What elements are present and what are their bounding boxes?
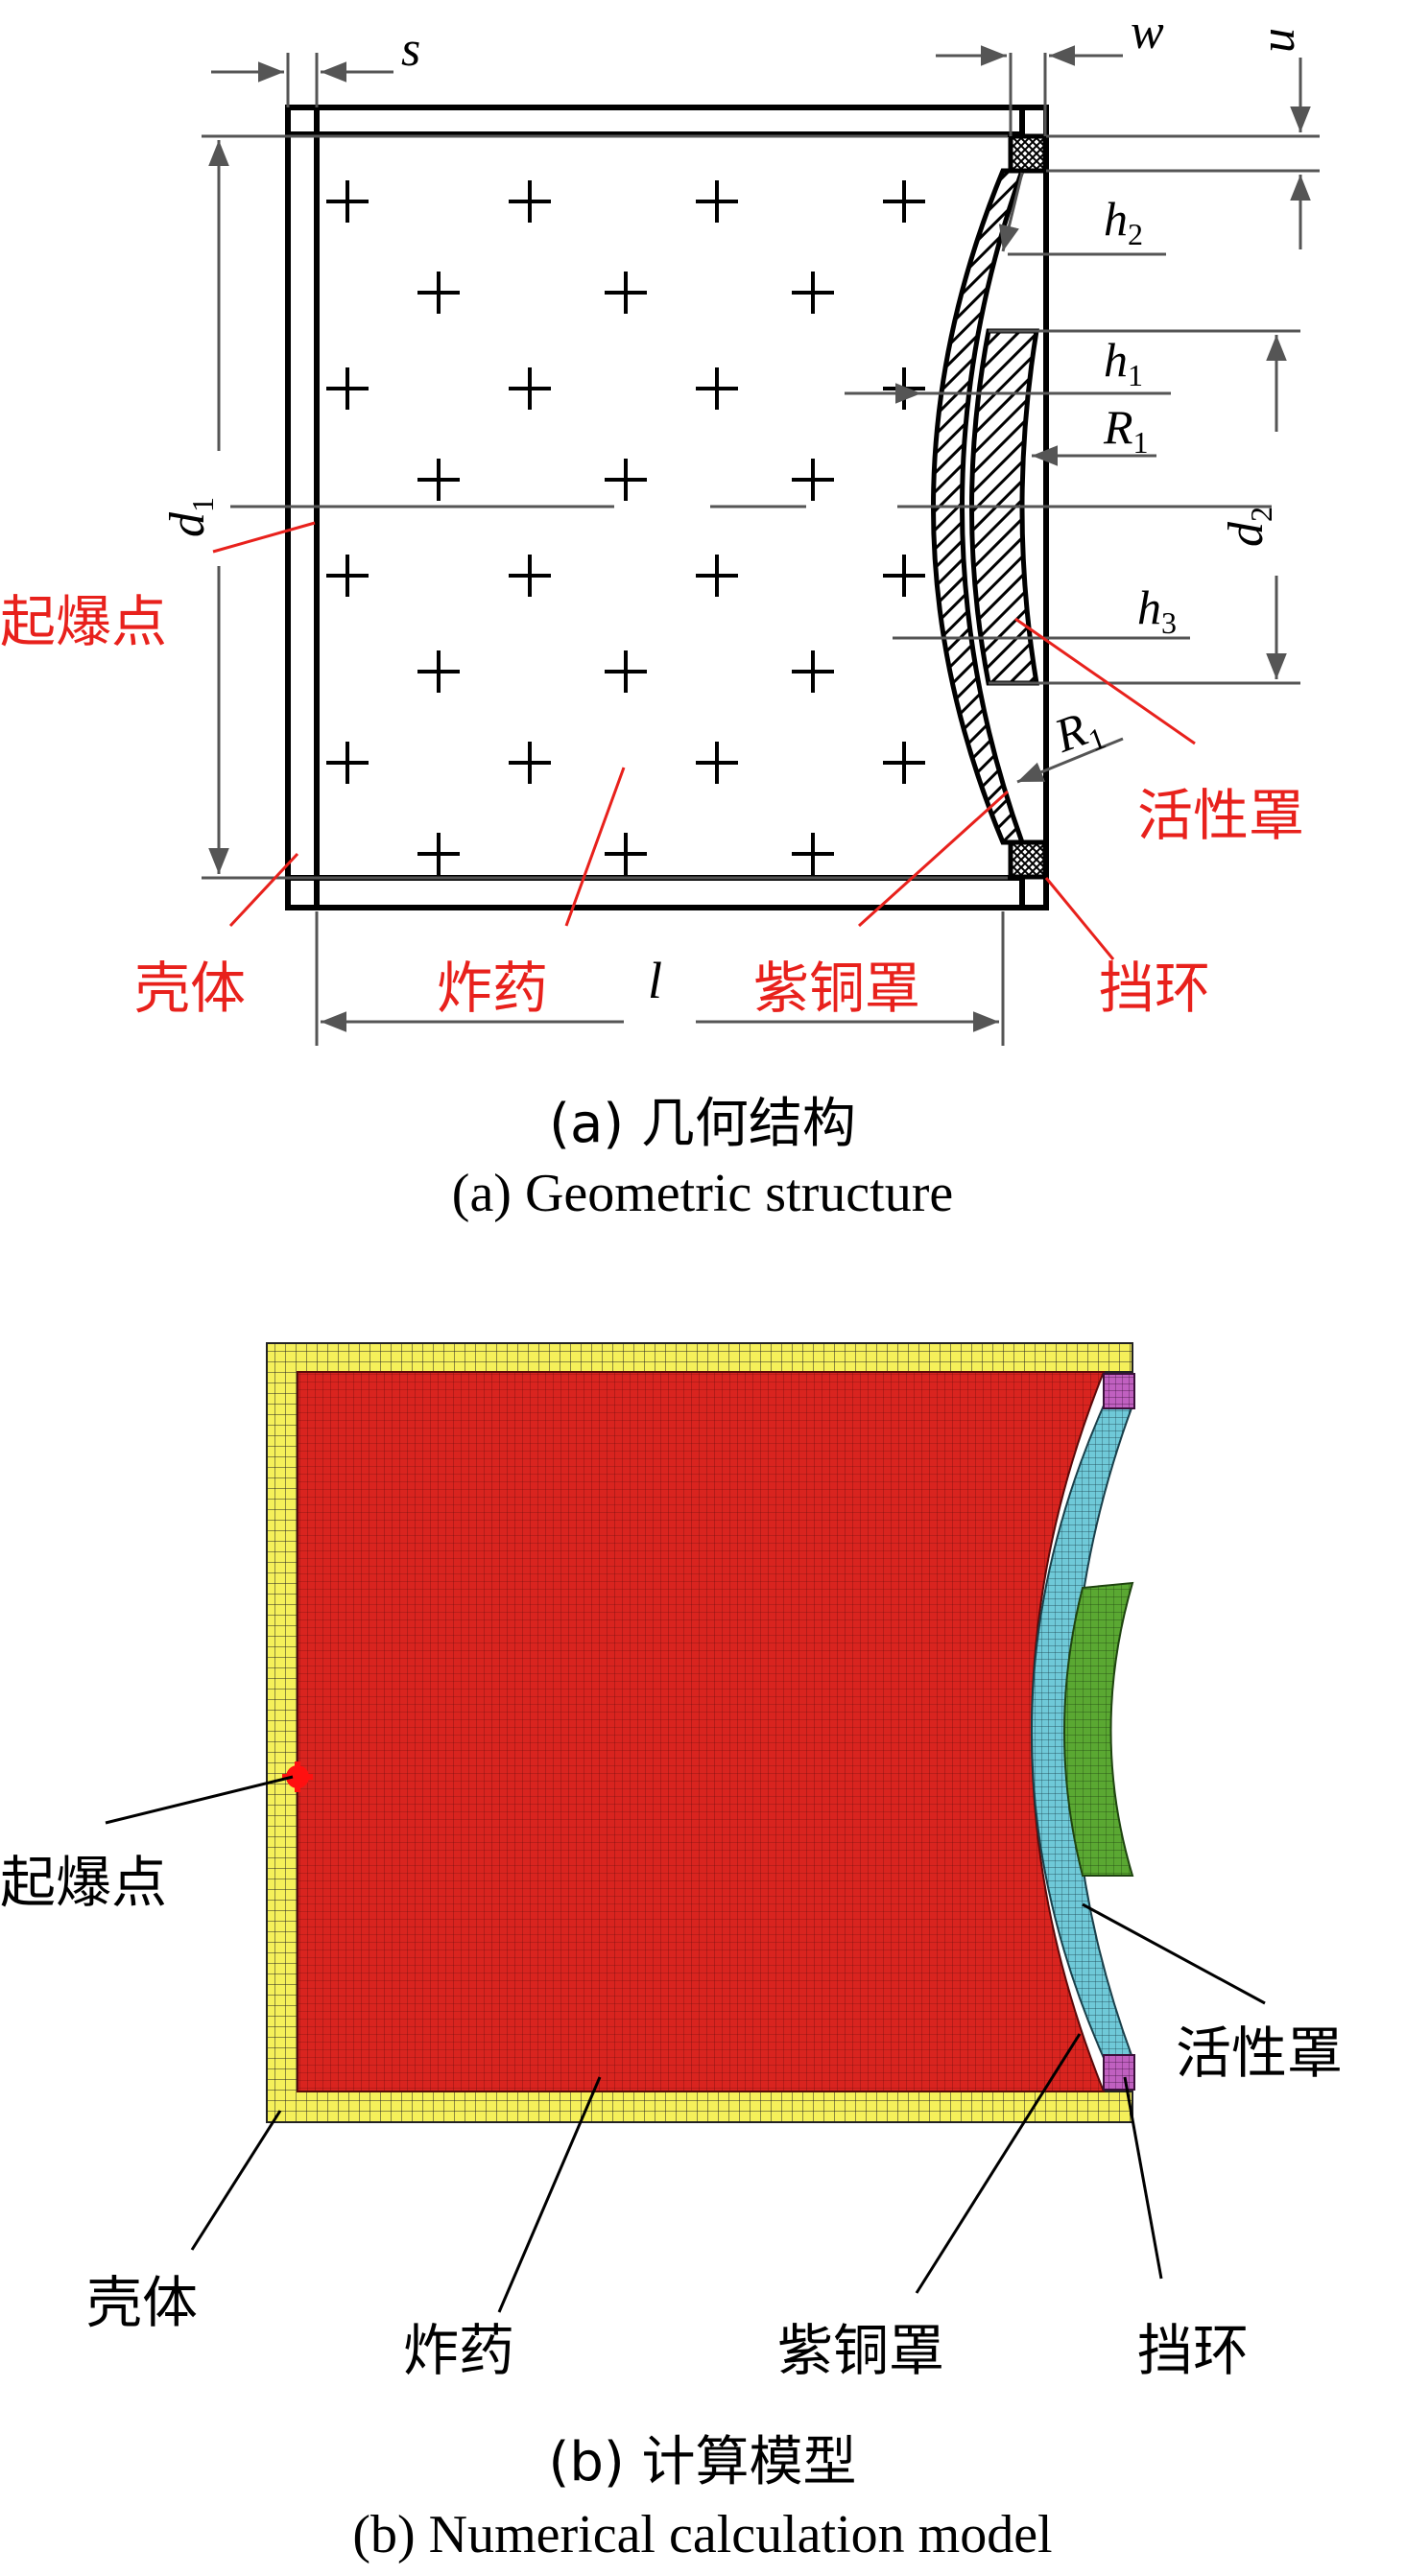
label-detonation-b: 起爆点 bbox=[0, 1850, 167, 1915]
label-retaining-ring-a: 挡环 bbox=[1099, 956, 1210, 1021]
dim-h2: h2 bbox=[1104, 192, 1143, 251]
dim-u: u bbox=[1251, 28, 1305, 53]
label-retaining-ring-b: 挡环 bbox=[1137, 2318, 1249, 2383]
label-shell-b: 壳体 bbox=[86, 2270, 198, 2335]
label-explosive-b: 炸药 bbox=[403, 2318, 514, 2383]
label-shell-a: 壳体 bbox=[134, 956, 246, 1021]
retaining-ring-top bbox=[1008, 133, 1048, 174]
label-active-liner-a: 活性罩 bbox=[1137, 783, 1304, 848]
panel-b: 起爆点 壳体 炸药 紫铜罩 活性罩 挡环 (b) 计算模型 (b) Numeri… bbox=[0, 1342, 1343, 2564]
caption-a-cn: (a) 几何结构 bbox=[549, 1093, 856, 1155]
dim-d2: d2 bbox=[1219, 507, 1278, 547]
caption-b-en: (b) Numerical calculation model bbox=[352, 2505, 1052, 2564]
dim-h1: h1 bbox=[1104, 333, 1143, 392]
retaining-ring-bottom-mesh bbox=[1103, 2054, 1135, 2091]
dim-s: s bbox=[401, 22, 420, 77]
retaining-ring-bottom bbox=[1008, 839, 1048, 880]
label-explosive-a: 炸药 bbox=[437, 956, 548, 1021]
dim-w: w bbox=[1131, 5, 1164, 59]
dim-R1-inner: R1 bbox=[1103, 400, 1149, 460]
retaining-ring-top-mesh bbox=[1103, 1373, 1135, 1409]
dimension-lines bbox=[202, 45, 1320, 1046]
label-copper-liner-b: 紫铜罩 bbox=[777, 2318, 944, 2383]
label-detonation-a: 起爆点 bbox=[0, 589, 167, 654]
explosive-mesh bbox=[297, 1371, 1106, 2092]
leader-lines-a bbox=[212, 521, 1196, 960]
caption-b-cn: (b) 计算模型 bbox=[548, 2431, 856, 2493]
detonation-point bbox=[282, 1761, 313, 1792]
dim-R1-outer: R1 bbox=[1047, 697, 1110, 768]
explosive-marks bbox=[326, 180, 925, 875]
leader-lines-b bbox=[105, 1775, 1266, 2313]
active-liner-mesh bbox=[1063, 1581, 1134, 1877]
label-copper-liner-a: 紫铜罩 bbox=[753, 956, 920, 1021]
dim-l: l bbox=[648, 952, 662, 1009]
dim-h3: h3 bbox=[1137, 580, 1177, 640]
dim-d1: d1 bbox=[160, 497, 220, 537]
panel-a: s w u h2 h1 R1 h3 R1 d1 d2 l 起爆点 壳体 炸药 紫… bbox=[0, 5, 1320, 1223]
label-active-liner-b: 活性罩 bbox=[1176, 2021, 1343, 2086]
caption-a-en: (a) Geometric structure bbox=[452, 1164, 953, 1223]
